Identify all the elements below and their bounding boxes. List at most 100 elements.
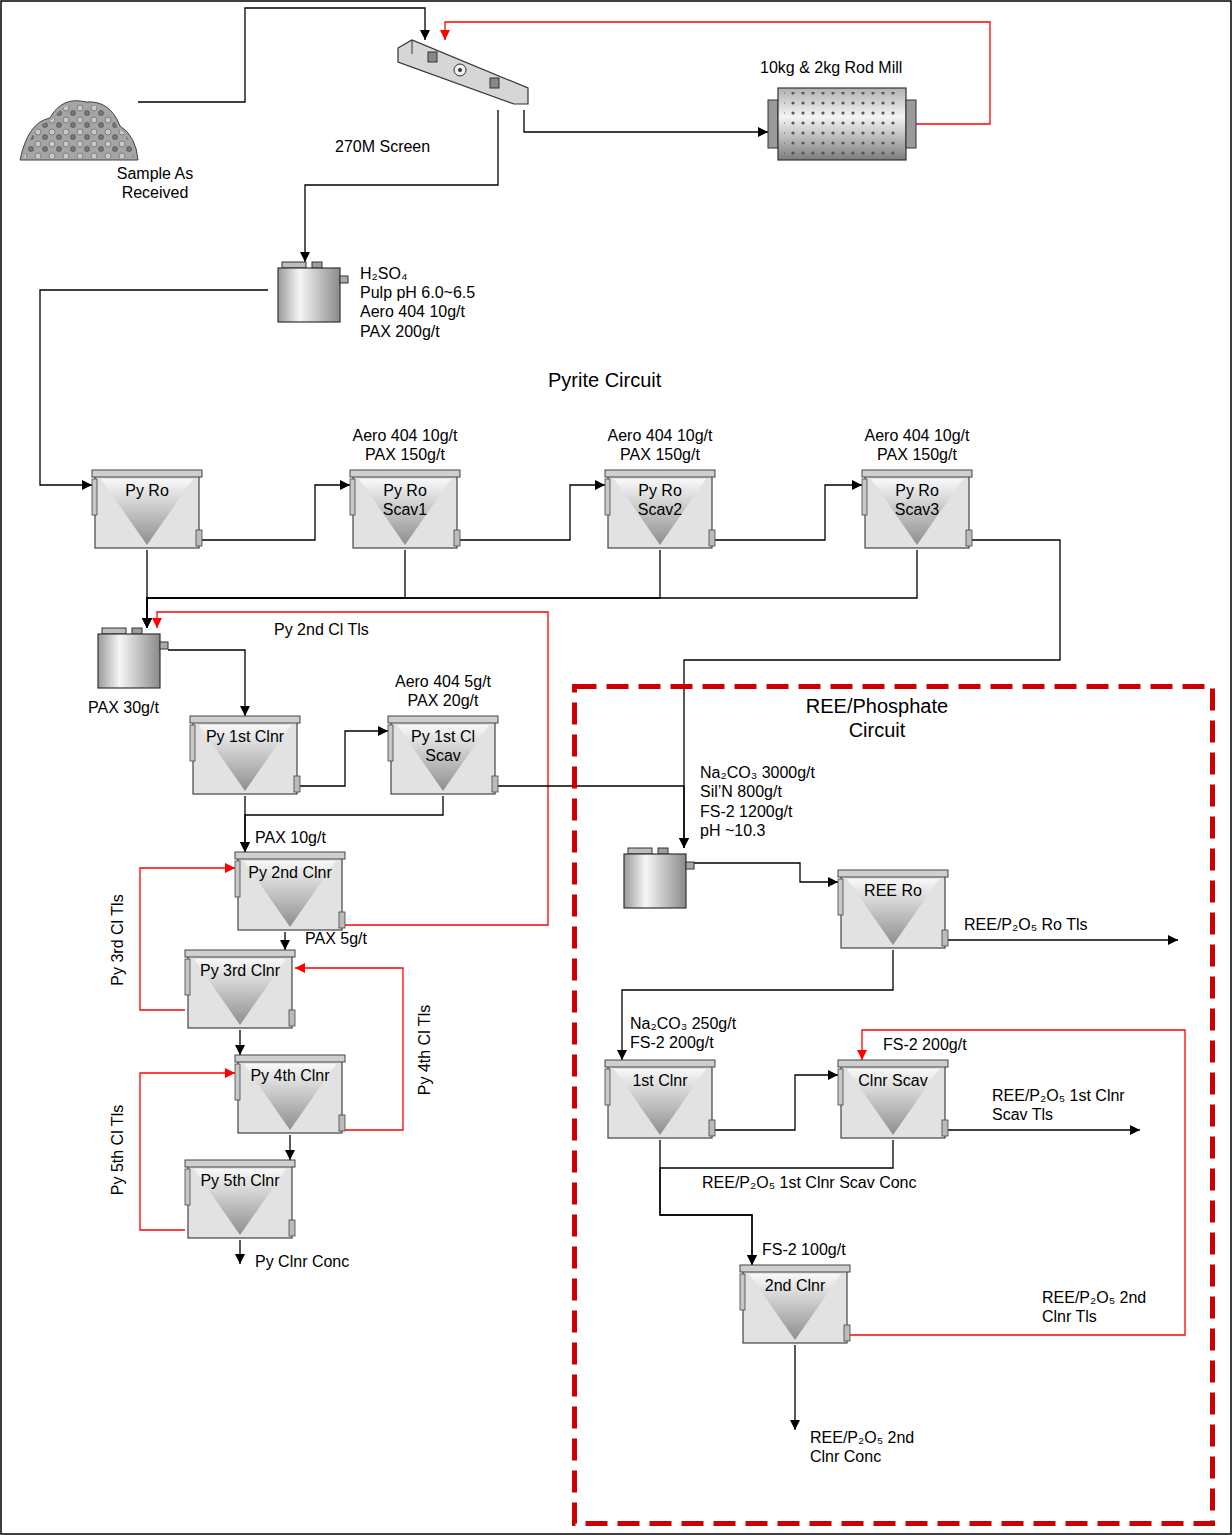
pile-shape bbox=[20, 92, 138, 160]
cell-name: Py 2nd Clnr bbox=[247, 863, 333, 882]
stream-label: Py Clnr Conc bbox=[253, 1252, 351, 1271]
reagent-list: FS-2 200g/t bbox=[883, 1035, 967, 1054]
cell-name: Py 4th Clnr bbox=[247, 1066, 333, 1085]
reagent-list: H₂SO₄Pulp pH 6.0~6.5Aero 404 10g/tPAX 20… bbox=[360, 264, 475, 341]
flow-line bbox=[202, 485, 350, 540]
reagent-text: PAX 20g/t bbox=[388, 691, 498, 710]
reagent-list: PAX 5g/t bbox=[305, 929, 367, 948]
stream-label: REE/P₂O₅ 2nd Clnr Conc bbox=[808, 1428, 927, 1466]
reagent-text: Aero 404 10g/t bbox=[350, 426, 460, 445]
flow-line bbox=[300, 731, 388, 786]
cell-name: 1st Clnr bbox=[617, 1071, 703, 1090]
reagent-text: PAX 200g/t bbox=[360, 322, 475, 341]
reagent-text: Pulp pH 6.0~6.5 bbox=[360, 283, 475, 302]
cell-name: Py 1st Clnr bbox=[202, 727, 288, 746]
flow-line bbox=[715, 485, 862, 540]
cell-name: Clnr Scav bbox=[850, 1071, 936, 1090]
flotation-cell: Py 1st Clnr bbox=[190, 716, 300, 796]
reagent-list: PAX 10g/t bbox=[255, 828, 326, 847]
reagent-text: Sil’N 800g/t bbox=[700, 782, 815, 801]
cell-name: Py Ro Scav2 bbox=[617, 481, 703, 519]
reagent-text: PAX 150g/t bbox=[862, 445, 972, 464]
reagent-list: PAX 30g/t bbox=[88, 698, 159, 717]
reagent-text: PAX 5g/t bbox=[305, 929, 367, 948]
conditioner-tank: H₂SO₄Pulp pH 6.0~6.5Aero 404 10g/tPAX 20… bbox=[268, 262, 348, 322]
tank-shape bbox=[614, 848, 694, 910]
conditioner-tank: PAX 30g/t bbox=[88, 628, 168, 690]
screen-shape bbox=[398, 40, 528, 110]
product-arrow bbox=[239, 1240, 240, 1264]
flotation-cell: Py Ro bbox=[92, 470, 202, 550]
reagent-text: FS-2 200g/t bbox=[630, 1033, 736, 1052]
circuit-title: REE/Phosphate Circuit bbox=[782, 694, 972, 742]
flotation-cell: Py 4th Clnr bbox=[235, 1055, 345, 1135]
reagent-text: PAX 10g/t bbox=[255, 828, 326, 847]
flow-line bbox=[694, 863, 838, 882]
reagent-text: Na₂CO₃ 250g/t bbox=[630, 1014, 736, 1033]
flotation-cell: Py 2nd ClnrPAX 10g/t bbox=[235, 852, 345, 932]
reagent-list: Aero 404 10g/tPAX 150g/t bbox=[350, 426, 460, 464]
flow-line bbox=[660, 1140, 752, 1265]
flow-line bbox=[147, 550, 660, 628]
cell-name: REE Ro bbox=[850, 881, 936, 900]
equipment-label: 10kg & 2kg Rod Mill bbox=[760, 58, 902, 77]
reagent-text: Na₂CO₃ 3000g/t bbox=[700, 763, 815, 782]
equipment-label: 270M Screen bbox=[335, 137, 430, 156]
flow-line bbox=[147, 550, 405, 628]
stream-label: REE/P₂O₅ 1st Clnr Scav Tls bbox=[990, 1086, 1144, 1124]
flotation-cell: Clnr ScavFS-2 200g/t bbox=[838, 1060, 948, 1140]
flow-line bbox=[40, 290, 268, 485]
flow-line bbox=[138, 8, 425, 102]
flotation-cell: Py Ro Scav2Aero 404 10g/tPAX 150g/t bbox=[605, 470, 715, 550]
tank-shape bbox=[268, 262, 348, 322]
cell-name: Py Ro bbox=[104, 481, 190, 500]
circuit-title: Pyrite Circuit bbox=[546, 368, 663, 392]
flow-line bbox=[245, 796, 443, 852]
flow-line bbox=[239, 1030, 240, 1055]
reagent-text: pH ~10.3 bbox=[700, 821, 815, 840]
rod-mill: 10kg & 2kg Rod Mill bbox=[768, 88, 916, 160]
reagent-text: H₂SO₄ bbox=[360, 264, 475, 283]
vibrating-screen: 270M Screen bbox=[398, 40, 528, 110]
flotation-cell: Py 3rd ClnrPAX 5g/t bbox=[185, 950, 295, 1030]
flow-line bbox=[460, 485, 605, 540]
flow-line bbox=[498, 786, 684, 848]
flow-line bbox=[684, 540, 1060, 848]
reagent-text: FS-2 100g/t bbox=[762, 1240, 846, 1259]
stream-label: Py 5th Cl Tls bbox=[108, 1103, 127, 1197]
ore-pile: Sample As Received bbox=[20, 92, 138, 160]
stream-label: REE/P₂O₅ Ro Tls bbox=[962, 915, 1090, 934]
reagent-text: PAX 30g/t bbox=[88, 698, 159, 717]
flow-line bbox=[147, 550, 917, 628]
cell-name: Py Ro Scav3 bbox=[874, 481, 960, 519]
cell-name: 2nd Clnr bbox=[752, 1276, 838, 1295]
reagent-text: PAX 150g/t bbox=[605, 445, 715, 464]
flotation-cell: Py 1st Cl ScavAero 404 5g/tPAX 20g/t bbox=[388, 716, 498, 796]
flow-line bbox=[284, 932, 285, 950]
flow-line bbox=[660, 1140, 893, 1265]
cell-name: Py 5th Clnr bbox=[197, 1171, 283, 1190]
stream-label: Py 4th Cl Tls bbox=[415, 1003, 434, 1097]
stream-label: Py 3rd Cl Tls bbox=[108, 892, 127, 987]
flow-line bbox=[524, 110, 768, 132]
flow-line bbox=[305, 110, 498, 262]
cell-name: Py 1st Cl Scav bbox=[400, 727, 486, 765]
reagent-list: FS-2 100g/t bbox=[762, 1240, 846, 1259]
reagent-text: Aero 404 5g/t bbox=[388, 672, 498, 691]
flotation-cell: Py Ro Scav3Aero 404 10g/tPAX 150g/t bbox=[862, 470, 972, 550]
reagent-text: PAX 150g/t bbox=[350, 445, 460, 464]
tank-shape bbox=[88, 628, 168, 690]
equipment-label-group: Sample As Received bbox=[95, 164, 215, 202]
reagent-list: Aero 404 10g/tPAX 150g/t bbox=[862, 426, 972, 464]
reagent-text: Aero 404 10g/t bbox=[360, 302, 475, 321]
stream-label: REE/P₂O₅ 1st Clnr Scav Conc bbox=[700, 1173, 919, 1192]
flotation-cell: Py Ro Scav1Aero 404 10g/tPAX 150g/t bbox=[350, 470, 460, 550]
reagent-list: Aero 404 5g/tPAX 20g/t bbox=[388, 672, 498, 710]
reagent-list: Na₂CO₃ 3000g/tSil’N 800g/tFS-2 1200g/tpH… bbox=[700, 763, 815, 840]
product-arrow bbox=[948, 939, 1178, 940]
equipment-label: Sample As Received bbox=[95, 164, 215, 202]
stream-label: Py 2nd Cl Tls bbox=[272, 620, 371, 639]
reagent-list: Na₂CO₃ 250g/tFS-2 200g/t bbox=[630, 1014, 736, 1052]
